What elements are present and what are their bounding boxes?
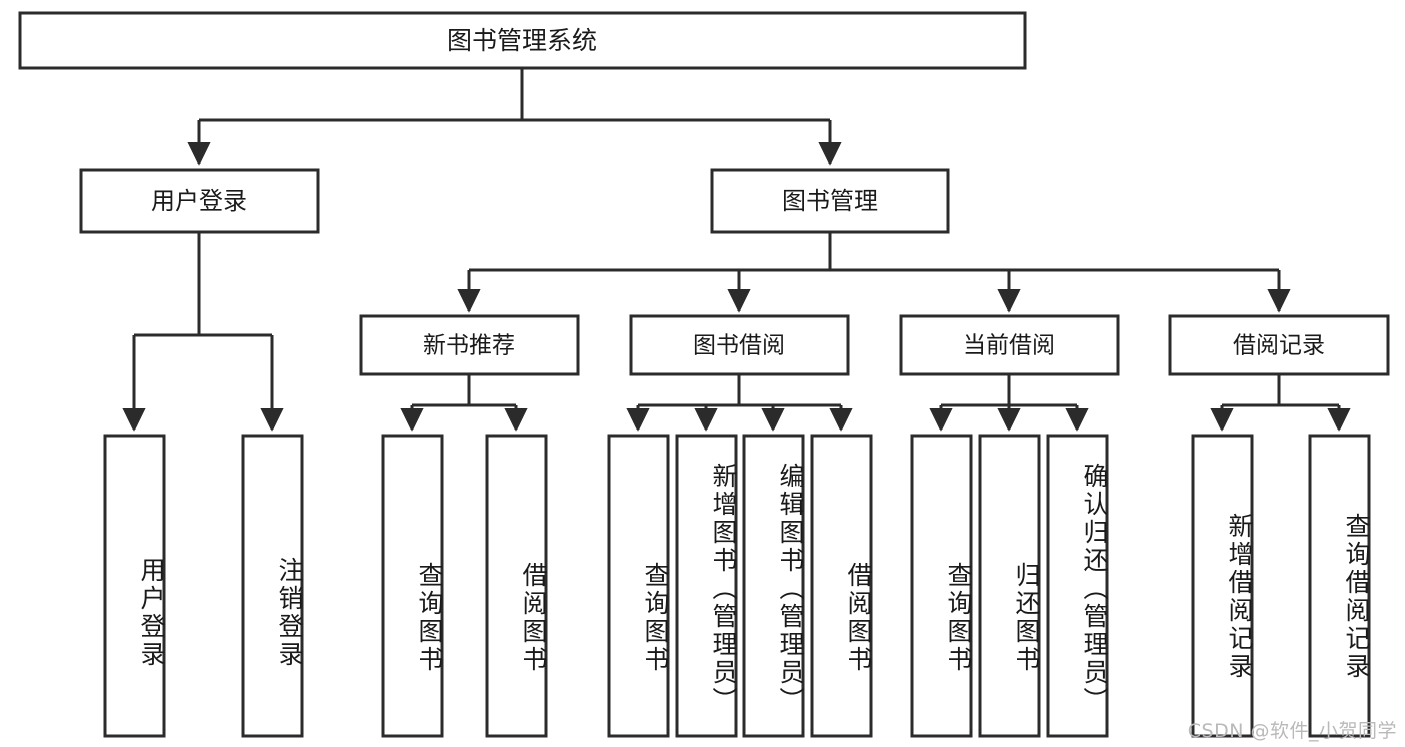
node-user-login[interactable]: 用户登录	[79, 168, 320, 234]
node-root-rect[interactable]	[18, 11, 1027, 70]
node-current-borrow-rect[interactable]	[899, 314, 1120, 376]
connector-group-root	[187, 68, 842, 166]
node-user-login-label: 用户登录	[151, 187, 247, 215]
leaf-rect-new-book-1[interactable]	[381, 434, 444, 738]
node-current-borrow-label: 当前借阅	[963, 333, 1055, 359]
leaf-rect-current-borrow-2[interactable]	[978, 434, 1041, 738]
node-root-label: 图书管理系统	[447, 26, 597, 55]
node-book-manage-rect[interactable]	[710, 168, 950, 234]
node-new-book-recommend[interactable]: 新书推荐	[359, 314, 580, 376]
leaf-rect-book-borrow-2[interactable]	[675, 434, 738, 738]
leaf-rect-current-borrow-1[interactable]	[910, 434, 973, 738]
node-book-borrow-rect[interactable]	[629, 314, 850, 376]
leaf-box-group	[103, 434, 1371, 738]
leaf-rect-user-login-1[interactable]	[103, 434, 166, 738]
connector-group-current-borrow	[929, 374, 1089, 432]
leaf-rect-borrow-record-1[interactable]	[1191, 434, 1254, 738]
connector-group-borrow-record	[1210, 374, 1351, 432]
leaf-rect-new-book-2[interactable]	[485, 434, 548, 738]
node-book-borrow[interactable]: 图书借阅	[629, 314, 850, 376]
connector-group-book-manage	[457, 232, 1291, 313]
leaf-rect-borrow-record-2[interactable]	[1308, 434, 1371, 738]
leaf-rect-book-borrow-4[interactable]	[810, 434, 873, 738]
node-book-manage-label: 图书管理	[782, 187, 878, 215]
leaf-rect-book-borrow-3[interactable]	[742, 434, 805, 738]
csdn-watermark: CSDN @软件_小贺同学	[1187, 720, 1397, 742]
connector-group-user-login	[122, 232, 284, 432]
connector-group-book-borrow	[626, 374, 853, 432]
leaf-rect-book-borrow-1[interactable]	[607, 434, 670, 738]
node-new-book-recommend-label: 新书推荐	[423, 333, 515, 359]
leaf-rect-current-borrow-3[interactable]	[1046, 434, 1109, 738]
node-borrow-record-rect[interactable]	[1168, 314, 1390, 376]
node-borrow-record-label: 借阅记录	[1233, 333, 1325, 359]
node-user-login-rect[interactable]	[79, 168, 320, 234]
node-new-book-recommend-rect[interactable]	[359, 314, 580, 376]
leaf-rect-user-login-2[interactable]	[241, 434, 304, 738]
node-root[interactable]: 图书管理系统	[18, 11, 1027, 70]
node-current-borrow[interactable]: 当前借阅	[899, 314, 1120, 376]
node-borrow-record[interactable]: 借阅记录	[1168, 314, 1390, 376]
connector-group-new-book-recommend	[400, 374, 528, 432]
node-book-manage[interactable]: 图书管理	[710, 168, 950, 234]
node-book-borrow-label: 图书借阅	[693, 333, 785, 359]
